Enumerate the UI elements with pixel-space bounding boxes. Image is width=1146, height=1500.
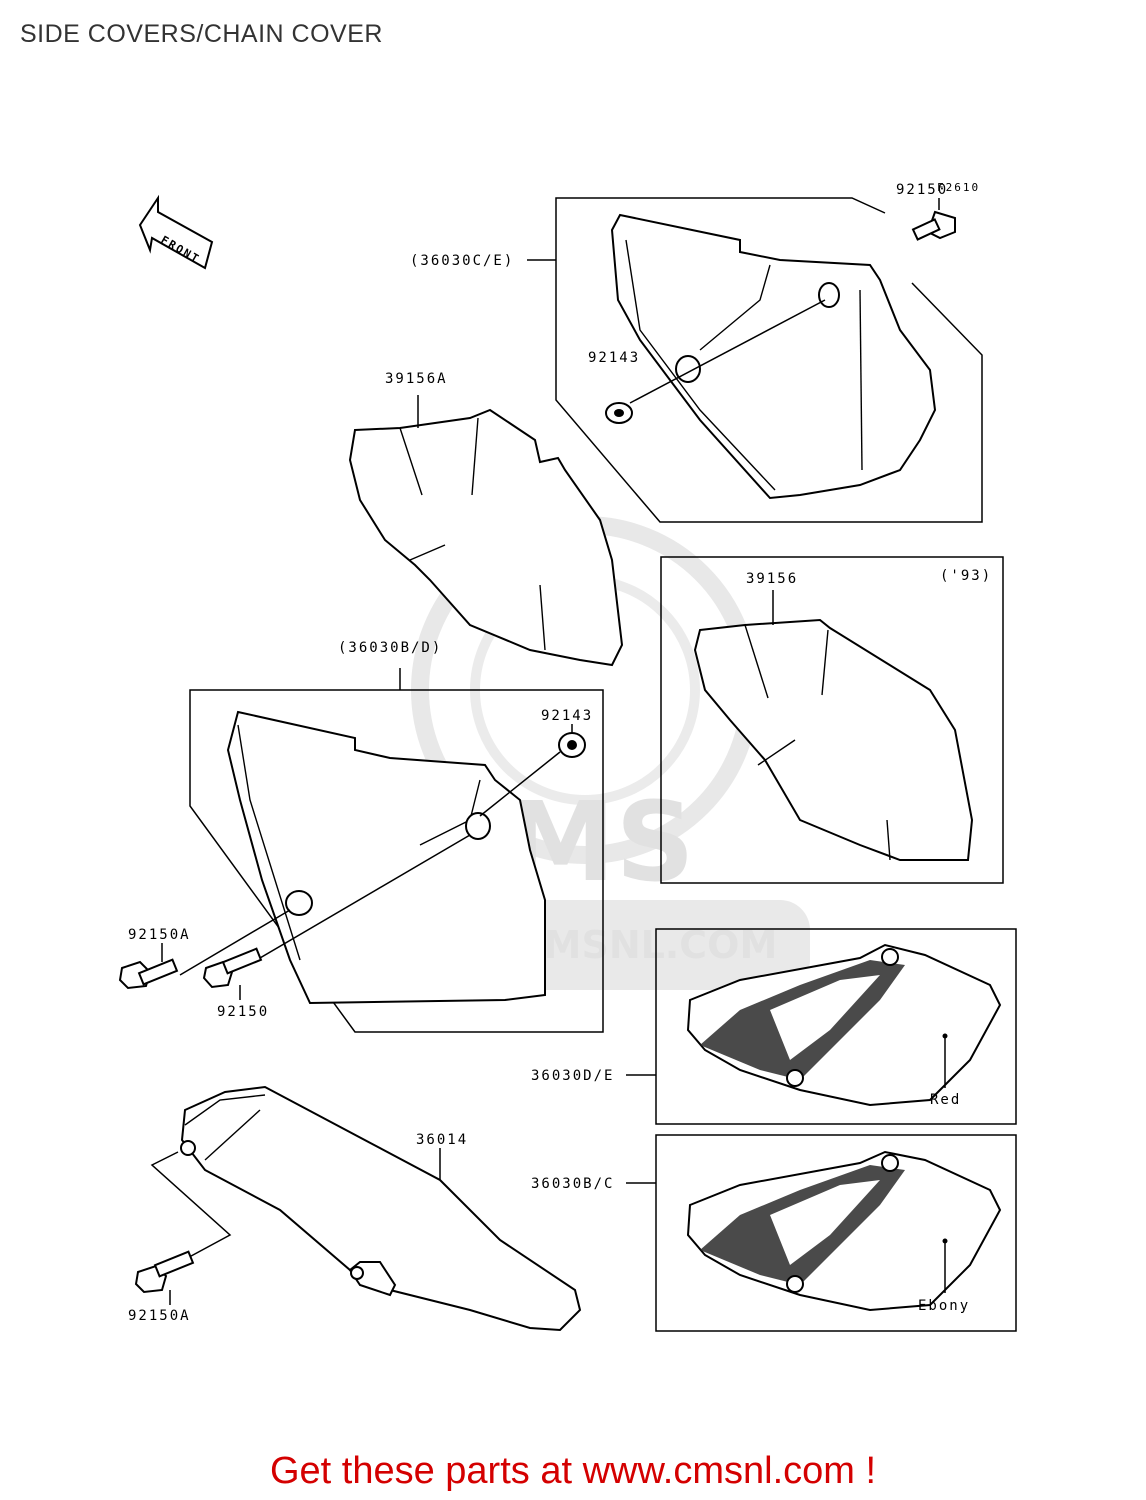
group-39156-93 (660, 556, 1004, 884)
page-title: SIDE COVERS/CHAIN COVER (20, 20, 383, 48)
bolt-92150-top-icon (911, 210, 956, 241)
chain-cover-36014 (180, 1085, 582, 1332)
bolt-92150a-mid-icon (118, 958, 179, 990)
figure-code: F2610 (937, 181, 980, 194)
side-cover-36030ce (610, 213, 937, 500)
footer-link[interactable]: Get these parts at www.cmsnl.com ! (269, 1450, 877, 1492)
label-92143-mid: 92143 (541, 708, 593, 724)
group-36030bc-ebony (626, 1134, 1017, 1332)
group-36030bd (118, 668, 604, 1033)
bolt-92150a-bottom-icon (134, 1250, 195, 1294)
decal-39156 (693, 618, 974, 861)
label-36030de: 36030D/E (531, 1068, 614, 1084)
label-color-ebony: Ebony (918, 1298, 970, 1314)
front-arrow-icon: FRONT (138, 194, 214, 270)
label-36030bc: 36030B/C (531, 1176, 614, 1192)
label-92143-top: 92143 (588, 350, 640, 366)
label-92150a-bottom: 92150A (128, 1308, 191, 1324)
label-year-93: ('93) (940, 568, 992, 584)
label-39156: 39156 (746, 571, 798, 587)
bolt-92150-mid-icon (202, 947, 263, 989)
label-92150-top: 92150 (896, 182, 948, 198)
label-39156a: 39156A (385, 371, 448, 387)
label-36030ce: (36030C/E) (410, 253, 514, 269)
label-color-red: Red (930, 1092, 961, 1108)
group-36014 (134, 1085, 582, 1332)
label-36030bd: (36030B/D) (338, 640, 442, 656)
group-36030de-red (626, 928, 1017, 1125)
label-92150a-mid: 92150A (128, 927, 191, 943)
group-36030ce (527, 197, 983, 523)
decal-39156a (348, 395, 624, 667)
label-92150-mid: 92150 (217, 1004, 269, 1020)
label-36014: 36014 (416, 1132, 468, 1148)
